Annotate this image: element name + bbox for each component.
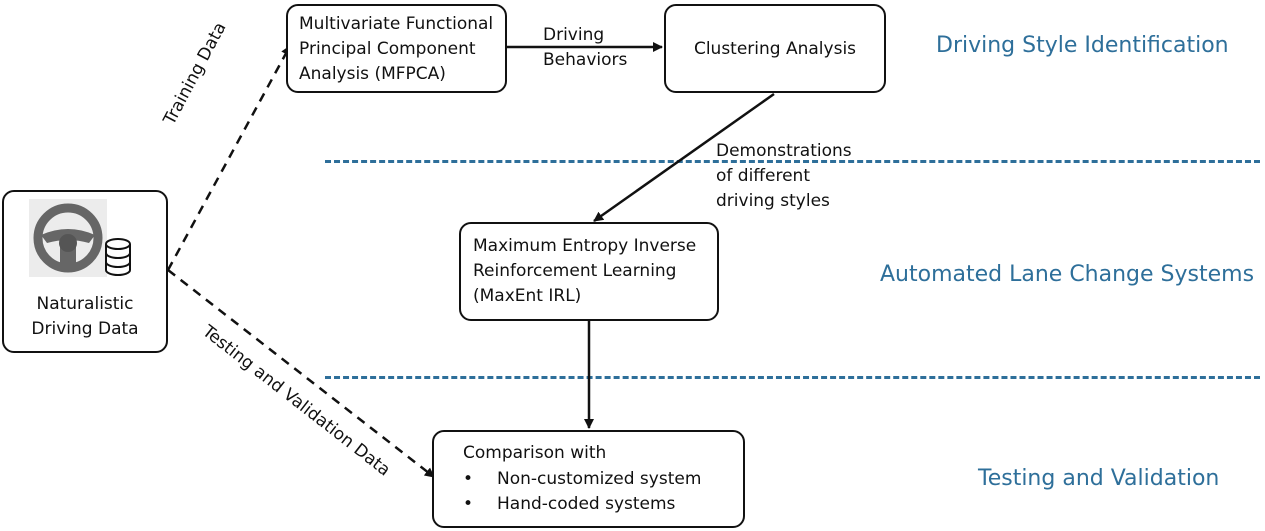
- edge-label-driving-behaviors: Driving Behaviors: [543, 25, 628, 70]
- edge-label-demonstrations: Demonstrations of different driving styl…: [716, 141, 852, 211]
- comparison-item-2: Hand-coded systems: [497, 494, 676, 514]
- comparison-item-1: Non-customized system: [497, 469, 702, 489]
- irl-label: Maximum Entropy Inverse Reinforcement Le…: [473, 236, 697, 306]
- comparison-box: Comparison with • Non-customized system …: [432, 430, 745, 528]
- comparison-title: Comparison with: [463, 443, 607, 463]
- clustering-label: Clustering Analysis: [693, 39, 857, 59]
- section-label-lane-change: Automated Lane Change Systems: [880, 262, 1255, 287]
- comparison-bullet-1: •: [463, 469, 474, 489]
- section-divider-bottom: [325, 376, 1260, 379]
- mfpca-label: Multivariate Functional Principal Compon…: [299, 14, 494, 84]
- clustering-box: Clustering Analysis: [664, 4, 886, 93]
- naturalistic-data-box: Naturalistic Driving Data: [2, 190, 168, 353]
- section-label-testing: Testing and Validation: [978, 466, 1220, 491]
- section-label-identification: Driving Style Identification: [936, 33, 1229, 58]
- section-divider-top: [325, 160, 1260, 163]
- mfpca-box: Multivariate Functional Principal Compon…: [286, 4, 507, 93]
- database-icon: [105, 238, 131, 276]
- comparison-bullet-2: •: [463, 494, 474, 514]
- arrow-testing-data: [167, 269, 435, 478]
- arrow-clustering-to-irl: [593, 92, 775, 223]
- steering-wheel-icon: [29, 199, 107, 277]
- irl-box: Maximum Entropy Inverse Reinforcement Le…: [459, 222, 719, 321]
- naturalistic-data-label: Naturalistic Driving Data: [31, 294, 139, 339]
- arrow-training-data: [166, 45, 292, 271]
